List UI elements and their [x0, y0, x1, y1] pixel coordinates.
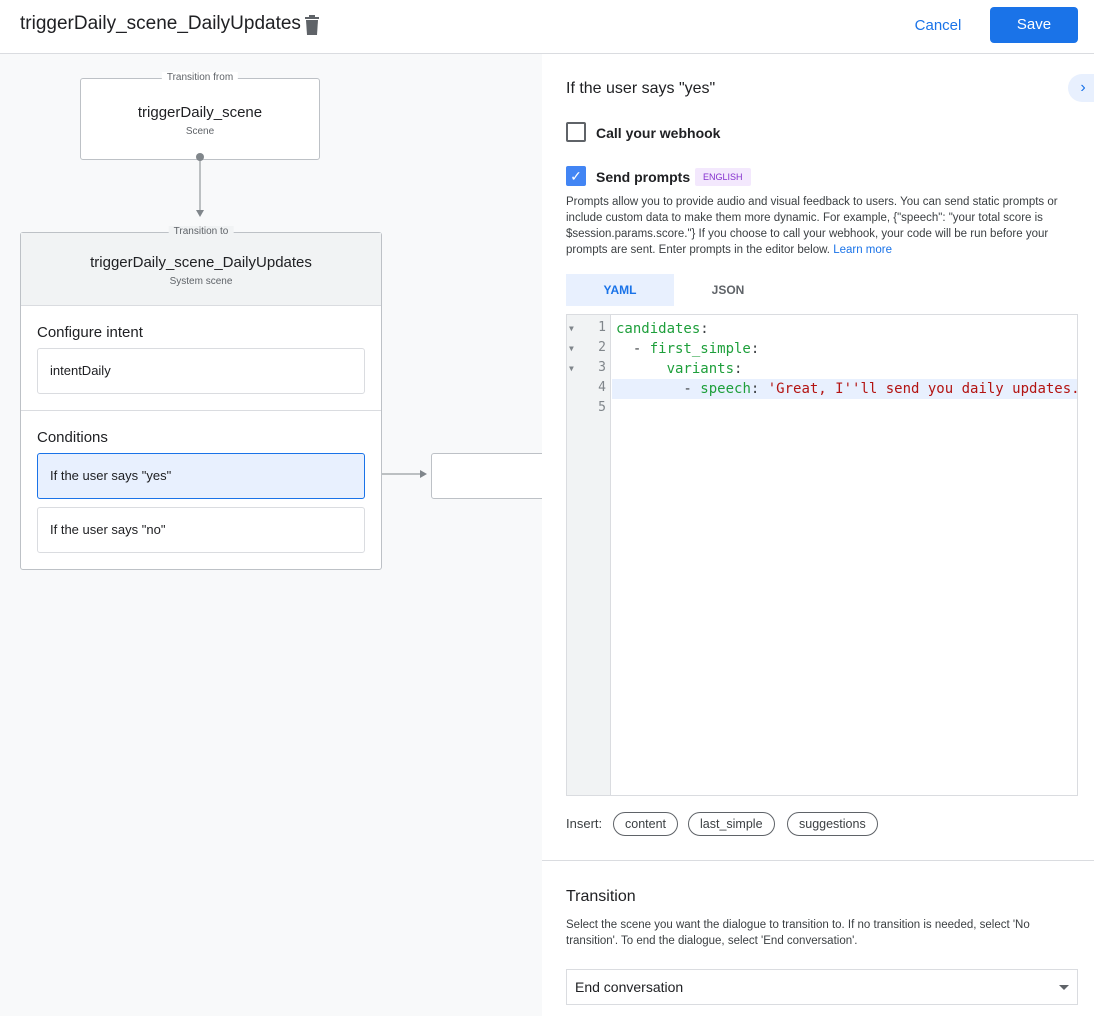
- webhook-label: Call your webhook: [596, 125, 721, 141]
- header: triggerDaily_scene_DailyUpdates Cancel S…: [0, 0, 1094, 54]
- line-number: 2: [598, 340, 606, 355]
- line-number: 5: [598, 400, 606, 415]
- line-number: 1: [598, 320, 606, 335]
- tab-yaml[interactable]: YAML: [566, 274, 674, 306]
- trash-icon[interactable]: [304, 15, 320, 35]
- code-line: candidates:: [616, 321, 709, 337]
- code-line: variants:: [666, 361, 743, 377]
- panel-title: If the user says "yes": [566, 80, 716, 97]
- node-name: triggerDaily_scene_DailyUpdates: [90, 254, 312, 271]
- line-number: 4: [598, 380, 606, 395]
- code-line: [612, 399, 1077, 419]
- details-panel: › If the user says "yes" Call your webho…: [542, 54, 1094, 1016]
- transition-to-node[interactable]: Transition to triggerDaily_scene_DailyUp…: [20, 226, 382, 570]
- check-icon: ✓: [570, 168, 582, 184]
- code-line: - speech: 'Great, I''ll send you daily u…: [612, 379, 1077, 399]
- selected-value: End conversation: [575, 979, 684, 995]
- cancel-button[interactable]: Cancel: [914, 17, 962, 34]
- language-badge: ENGLISH: [695, 168, 751, 186]
- node-type: Scene: [185, 126, 215, 137]
- intent-item[interactable]: intentDaily: [37, 348, 365, 394]
- code-editor[interactable]: ▼ ▼ ▼ 1 2 3 4 5 candidates: - first_simp…: [566, 314, 1078, 796]
- code-line: - first_simple:: [616, 341, 760, 357]
- learn-more-link[interactable]: Learn more: [833, 244, 893, 256]
- dropdown-arrow-icon: [1059, 985, 1069, 990]
- insert-chip-last-simple[interactable]: last_simple: [688, 812, 775, 836]
- condition-no[interactable]: If the user says "no": [37, 507, 365, 553]
- fold-arrow-icon[interactable]: ▼: [569, 324, 574, 333]
- target-node-placeholder[interactable]: [431, 453, 551, 499]
- collapse-panel-chevron-icon[interactable]: ›: [1068, 74, 1094, 102]
- condition-yes[interactable]: If the user says "yes": [37, 453, 365, 499]
- node-type: System scene: [169, 276, 233, 287]
- webhook-checkbox[interactable]: [566, 122, 586, 142]
- send-prompts-checkbox[interactable]: ✓: [566, 166, 586, 186]
- line-number: 3: [598, 360, 606, 375]
- configure-intent-heading: Configure intent: [37, 324, 143, 341]
- insert-chip-content[interactable]: content: [613, 812, 679, 836]
- node-legend: Transition to: [168, 226, 234, 237]
- node-name: triggerDaily_scene: [137, 104, 263, 121]
- editor-gutter: ▼ ▼ ▼ 1 2 3 4 5: [567, 315, 611, 795]
- conditions-heading: Conditions: [37, 429, 108, 446]
- transition-from-node[interactable]: Transition from triggerDaily_scene Scene: [80, 72, 320, 160]
- prompts-description: Prompts allow you to provide audio and v…: [566, 194, 1081, 258]
- transition-heading: Transition: [566, 888, 636, 905]
- transition-description: Select the scene you want the dialogue t…: [566, 919, 1030, 947]
- page-title: triggerDaily_scene_DailyUpdates: [20, 13, 301, 34]
- send-prompts-label: Send prompts: [596, 169, 691, 185]
- insert-chip-suggestions[interactable]: suggestions: [787, 812, 878, 836]
- insert-label: Insert:: [566, 816, 603, 831]
- save-button[interactable]: Save: [990, 7, 1078, 43]
- transition-select[interactable]: End conversation: [566, 969, 1078, 1005]
- flow-canvas: Transition from triggerDaily_scene Scene…: [0, 54, 551, 1016]
- fold-arrow-icon[interactable]: ▼: [569, 344, 574, 353]
- node-legend: Transition from: [161, 72, 239, 83]
- fold-arrow-icon[interactable]: ▼: [569, 364, 574, 373]
- description-text: Prompts allow you to provide audio and v…: [566, 196, 1058, 256]
- tab-json[interactable]: JSON: [711, 283, 745, 297]
- divider: [542, 860, 1094, 861]
